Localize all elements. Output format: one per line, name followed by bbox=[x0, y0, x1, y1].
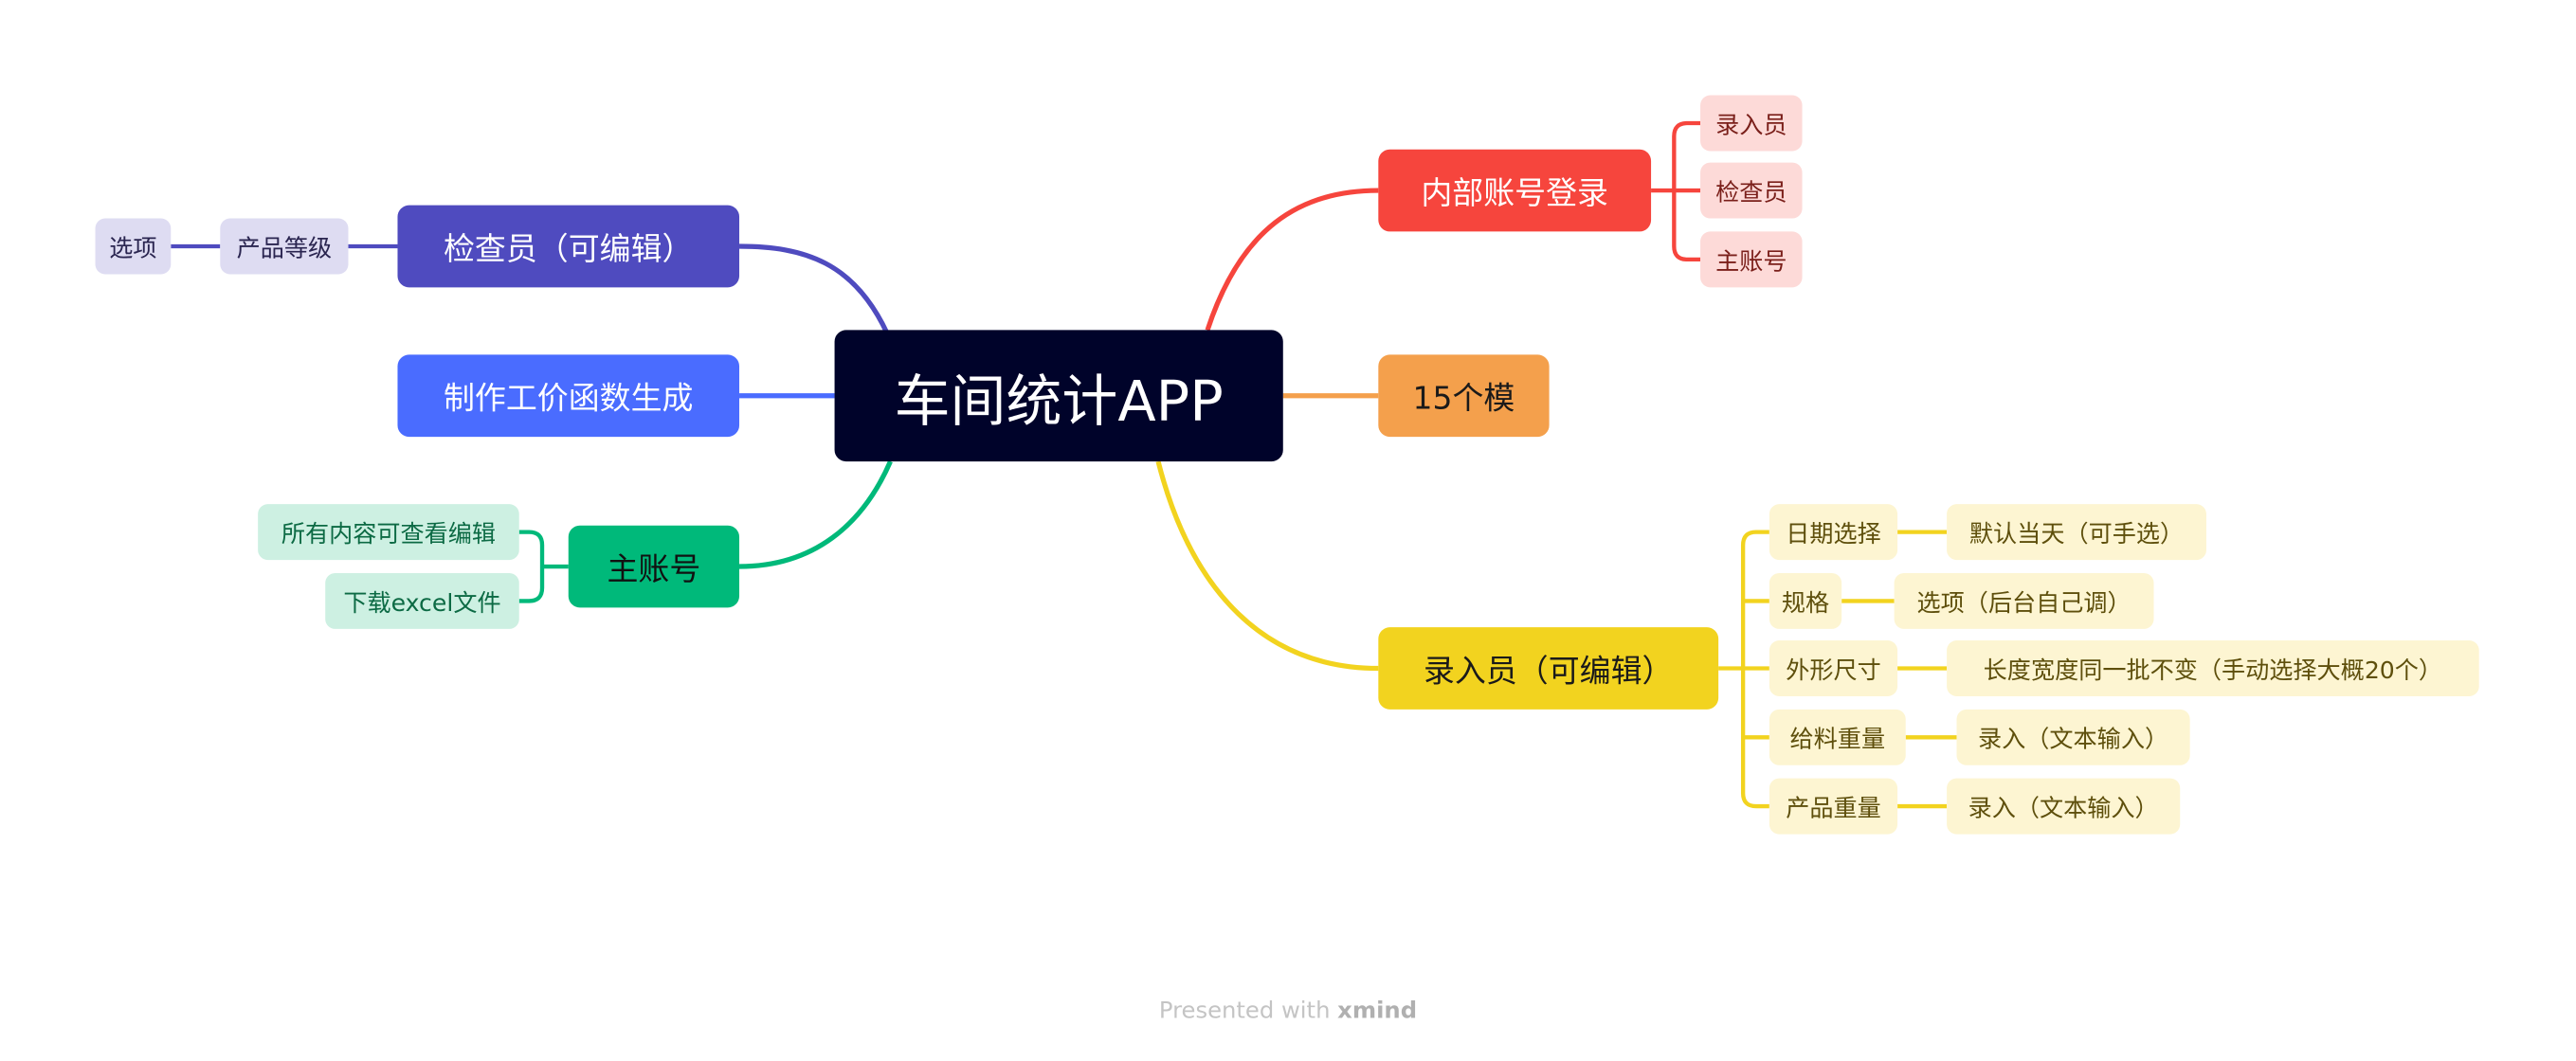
detail-dimensions[interactable]: 长度宽度同一批不变（手动选择大概20个） bbox=[1947, 640, 2479, 696]
subtopic-feed-weight[interactable]: 给料重量 bbox=[1769, 709, 1906, 765]
subtopic-product-grade[interactable]: 产品等级 bbox=[220, 218, 349, 275]
connector-inspector bbox=[739, 243, 890, 334]
topic-master-account[interactable]: 主账号 bbox=[568, 525, 740, 608]
detail-date-default[interactable]: 默认当天（可手选） bbox=[1947, 504, 2206, 561]
subtopic-dimensions[interactable]: 外形尺寸 bbox=[1769, 640, 1898, 696]
connector-entry bbox=[1155, 460, 1379, 672]
detail-spec-options[interactable]: 选项（后台自己调） bbox=[1894, 572, 2154, 629]
topic-internal-login[interactable]: 内部账号登录 bbox=[1378, 149, 1652, 232]
topic-inspector[interactable]: 检查员（可编辑） bbox=[397, 205, 740, 288]
central-topic[interactable]: 车间统计APP bbox=[834, 330, 1283, 462]
xmind-logo-text: xmind bbox=[1337, 998, 1418, 1025]
connector-master bbox=[739, 460, 893, 569]
subtopic-product-weight[interactable]: 产品重量 bbox=[1769, 778, 1898, 835]
subtopic-date-select[interactable]: 日期选择 bbox=[1769, 504, 1898, 561]
footer-text: Presented with bbox=[1158, 998, 1331, 1025]
subtopic-spec[interactable]: 规格 bbox=[1769, 572, 1842, 629]
topic-entry-clerk[interactable]: 录入员（可编辑） bbox=[1378, 627, 1719, 710]
subtopic-options[interactable]: 选项 bbox=[95, 218, 172, 275]
detail-product-weight[interactable]: 录入（文本输入） bbox=[1947, 778, 2181, 835]
topic-wage-function[interactable]: 制作工价函数生成 bbox=[397, 354, 740, 438]
subtopic-login-inspector[interactable]: 检查员 bbox=[1700, 162, 1803, 219]
topic-modules[interactable]: 15个模 bbox=[1378, 354, 1550, 438]
detail-feed-weight[interactable]: 录入（文本输入） bbox=[1956, 709, 2190, 765]
connector-login bbox=[1205, 188, 1379, 332]
subtopic-login-master[interactable]: 主账号 bbox=[1700, 231, 1803, 288]
presented-with-footer: Presented with xmind bbox=[0, 998, 2576, 1025]
subtopic-login-entry-clerk[interactable]: 录入员 bbox=[1700, 95, 1803, 152]
subtopic-download-excel[interactable]: 下载excel文件 bbox=[325, 572, 519, 629]
subtopic-view-edit-all[interactable]: 所有内容可查看编辑 bbox=[258, 504, 519, 561]
